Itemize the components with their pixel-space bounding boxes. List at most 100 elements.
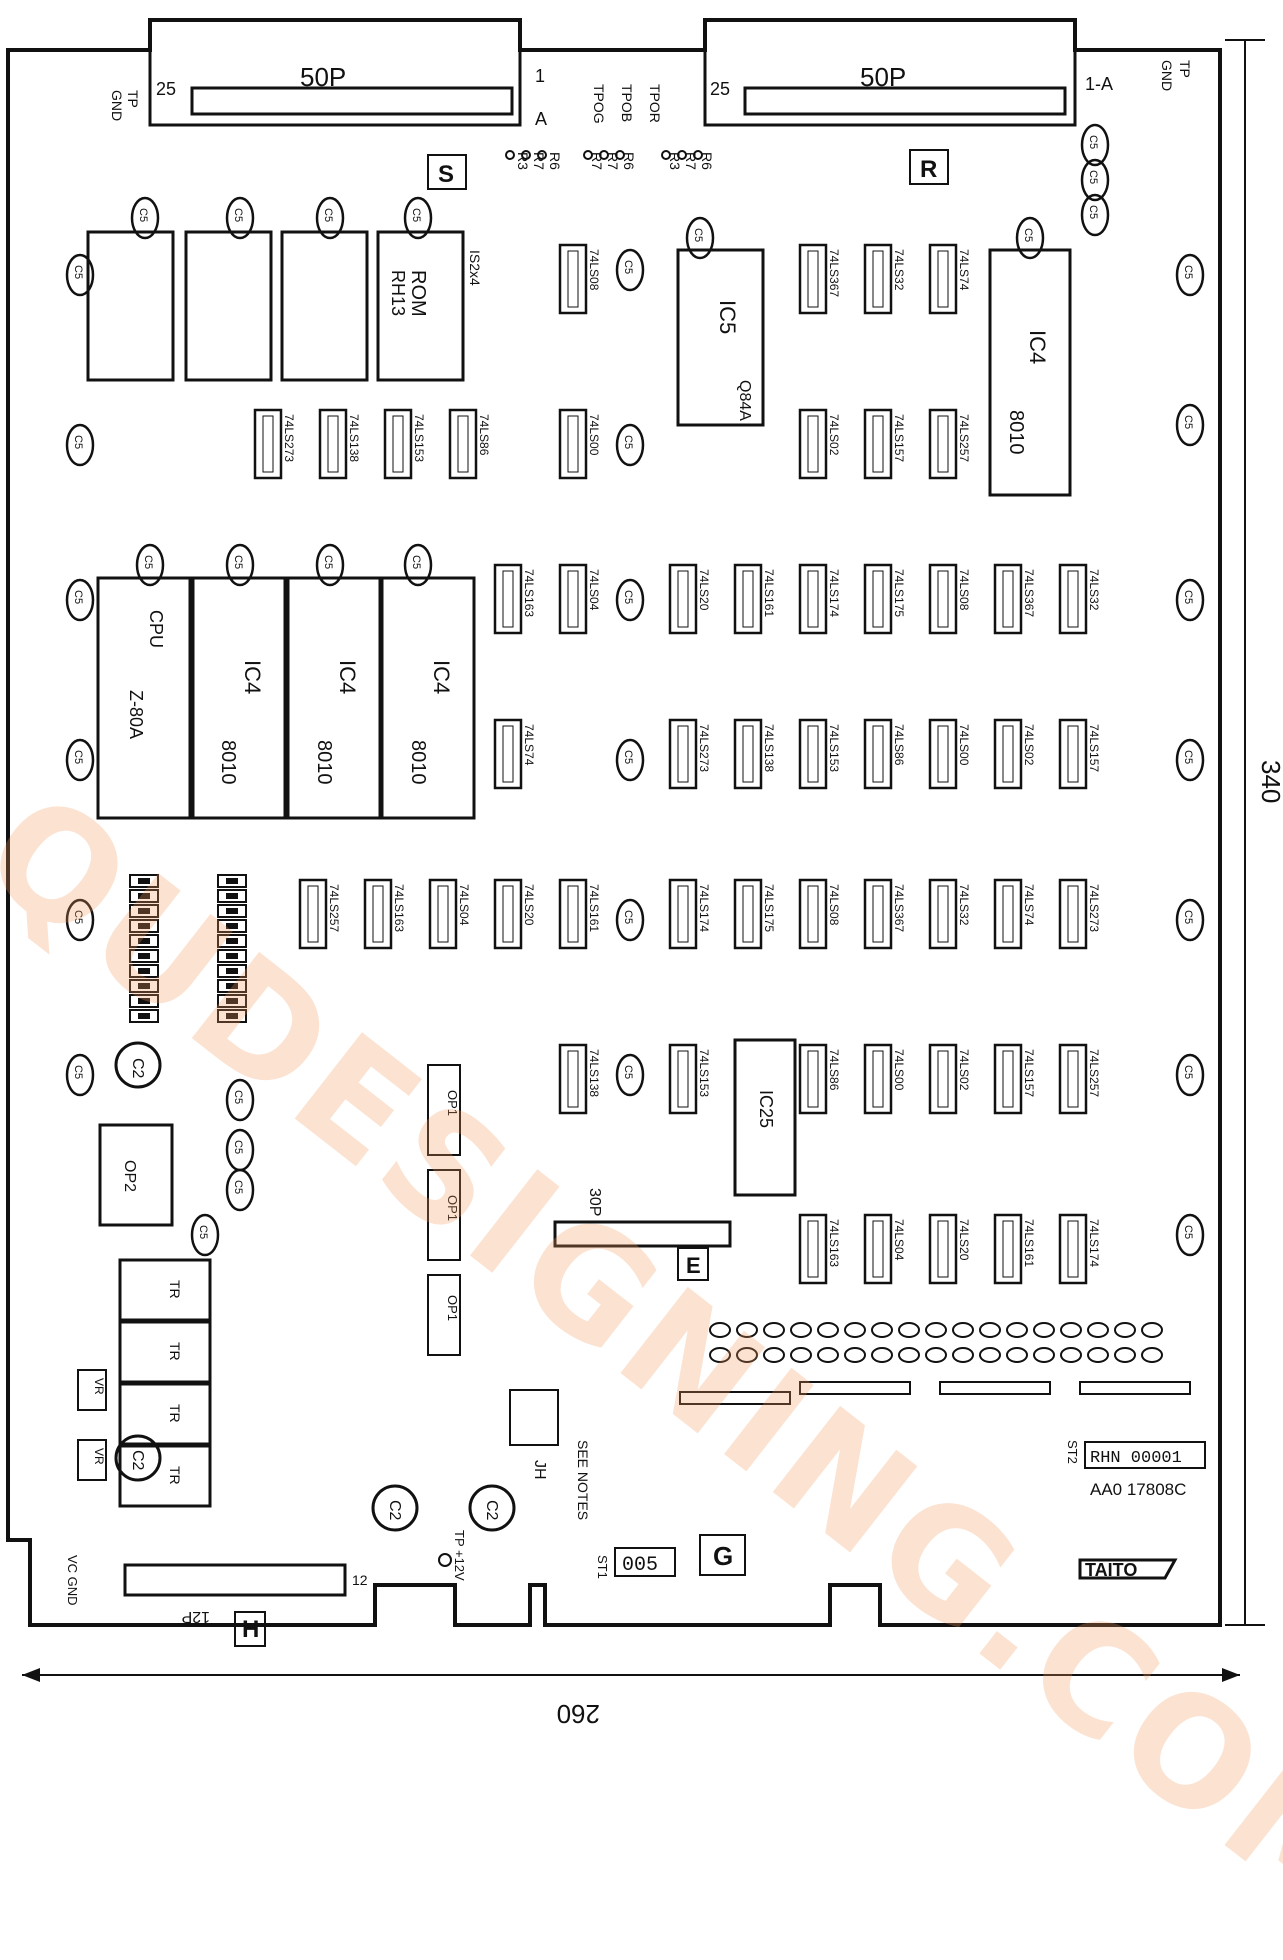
logic-ic-label: 74LS367	[1022, 569, 1036, 617]
logic-ic: 74LS138	[318, 408, 361, 480]
connector-left-pin1: 1	[535, 66, 545, 86]
svg-text:C5: C5	[1182, 1065, 1194, 1079]
logic-ic: 74LS08	[798, 878, 841, 950]
svg-text:TR: TR	[167, 1342, 183, 1361]
capacitor: C5	[615, 738, 645, 782]
svg-text:C5: C5	[72, 265, 84, 279]
svg-text:C5: C5	[137, 208, 149, 222]
svg-text:IC4: IC4	[1025, 330, 1050, 364]
logic-ic-label: 74LS74	[1022, 884, 1036, 926]
svg-text:C5: C5	[622, 260, 634, 274]
id-block: RHN 00001 AA0 17808C ST2 TAITO	[1065, 1440, 1206, 1580]
header-pin-fill	[138, 983, 150, 989]
connector-50p-left: 50P 25 1 A	[148, 18, 547, 129]
resistor-pad	[1087, 1347, 1109, 1363]
pcb-layout-diagram: 340 260 50P 25 1 A 50P 25 1-A S R E G	[6, 18, 1283, 1727]
resistor-pad	[898, 1347, 920, 1363]
capacitor: C5	[1175, 578, 1205, 622]
logic-ic: 74LS153	[798, 718, 841, 790]
header-pin-fill	[138, 893, 150, 899]
logic-ic-label: 74LS32	[892, 249, 906, 291]
svg-text:C5: C5	[622, 435, 634, 449]
svg-text:TPOB: TPOB	[619, 84, 635, 122]
capacitor: C5	[315, 196, 345, 240]
resistor-pad	[1114, 1322, 1136, 1338]
capacitor: C5	[225, 196, 255, 240]
svg-text:ST2: ST2	[1065, 1440, 1080, 1464]
svg-text:C5: C5	[1182, 910, 1194, 924]
header-pin-fill	[226, 908, 238, 914]
svg-text:TR: TR	[167, 1404, 183, 1423]
ic25-block: IC25	[733, 1038, 797, 1197]
taito-logo: TAITO	[1085, 1560, 1137, 1580]
svg-text:OP1: OP1	[445, 1295, 460, 1321]
resistor-pad	[925, 1322, 947, 1338]
logic-ic: 74LS08	[558, 243, 601, 315]
capacitor: C5	[1175, 738, 1205, 782]
connector-left-label: 50P	[300, 62, 346, 92]
header-pin	[129, 919, 159, 933]
resistor-pad	[925, 1347, 947, 1363]
part-number: AA0 17808C	[1090, 1480, 1186, 1499]
svg-text:Q84A: Q84A	[736, 380, 753, 421]
svg-text:R6: R6	[621, 152, 637, 170]
logic-ic: 74LS08	[928, 563, 971, 635]
capacitor: C5	[1080, 193, 1110, 237]
svg-text:TR: TR	[167, 1466, 183, 1485]
dim-width-label: 260	[557, 1699, 600, 1727]
header-pin	[129, 904, 159, 918]
resistor-pad	[1087, 1322, 1109, 1338]
logic-ic: 74LS04	[863, 1213, 906, 1285]
ram-1-label: IC4	[240, 660, 265, 694]
header-pin-fill	[138, 953, 150, 959]
svg-text:C5: C5	[142, 555, 154, 569]
section-label-g: G	[699, 1534, 746, 1576]
svg-text:TP: TP	[1177, 60, 1193, 78]
svg-text:C5: C5	[232, 1140, 244, 1154]
logic-ic: 74LS02	[928, 1043, 971, 1115]
resistor-pad	[1060, 1347, 1082, 1363]
logic-ic: 74LS163	[798, 1213, 841, 1285]
electrolytic-caps: C2 C2 C2 C2	[114, 1041, 516, 1532]
header-pin	[217, 979, 247, 993]
cpu-label: CPU	[146, 610, 166, 648]
capacitor: C5	[315, 543, 345, 587]
svg-text:TPOR: TPOR	[647, 84, 663, 123]
logic-ic: 74LS175	[863, 563, 906, 635]
resistor-pad	[979, 1322, 1001, 1338]
logic-ic-label: 74LS20	[522, 884, 536, 926]
header-pin-fill	[226, 1013, 238, 1019]
svg-text:G: G	[713, 1541, 733, 1571]
logic-ic: 74LS153	[383, 408, 426, 480]
header-pin	[129, 1009, 159, 1023]
header-pin-fill	[226, 968, 238, 974]
svg-text:30P: 30P	[586, 1188, 603, 1216]
logic-ic-label: 74LS32	[957, 884, 971, 926]
logic-ic: 74LS138	[733, 718, 776, 790]
header-pin	[217, 934, 247, 948]
svg-text:C5: C5	[1087, 135, 1099, 149]
logic-ic: 74LS74	[493, 718, 536, 790]
svg-text:C5: C5	[72, 750, 84, 764]
capacitor: C5	[65, 1053, 95, 1097]
logic-ic-label: 74LS161	[1022, 1219, 1036, 1267]
svg-text:C5: C5	[1022, 228, 1034, 242]
resistor-array	[799, 1381, 911, 1395]
resistor-pad	[844, 1347, 866, 1363]
header-pin	[129, 964, 159, 978]
ram-2-label: IC4	[335, 660, 360, 694]
logic-ic: 74LS257	[928, 408, 971, 480]
capacitor: C5	[65, 578, 95, 622]
resistor-pad	[952, 1347, 974, 1363]
svg-text:C2: C2	[129, 1450, 146, 1471]
capacitor: C5	[1015, 216, 1045, 260]
svg-text:IC5: IC5	[715, 300, 740, 334]
header-pin	[217, 949, 247, 963]
logic-ic: 74LS32	[1058, 563, 1101, 635]
logic-ic: 74LS157	[1058, 718, 1101, 790]
logic-ic: 74LS02	[993, 718, 1036, 790]
resistor-pad	[871, 1322, 893, 1338]
resistor-pad	[898, 1322, 920, 1338]
svg-text:TP +12V: TP +12V	[452, 1530, 467, 1581]
logic-ic: 74LS86	[863, 718, 906, 790]
